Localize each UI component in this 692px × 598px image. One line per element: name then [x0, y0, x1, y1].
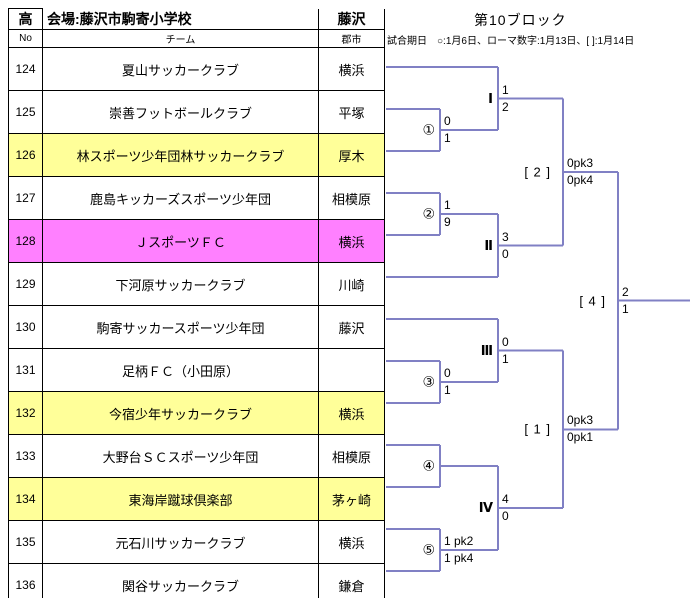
match-score-top-r1: 1 [502, 82, 509, 97]
team-no: 130 [8, 305, 43, 349]
match-score-bottom-r2: 0 [502, 246, 509, 261]
sheet-header-row: 高 会場:藤沢市駒寄小学校 藤沢 [8, 8, 385, 30]
team-no: 134 [8, 477, 43, 521]
team-name: 足柄ＦＣ（小田原） [42, 348, 319, 392]
venue-title: 会場:藤沢市駒寄小学校 [42, 8, 319, 30]
match-label-r2: Ⅱ [484, 237, 493, 253]
col-header-no: No [8, 29, 43, 48]
team-no: 127 [8, 176, 43, 220]
col-header-team: チーム [42, 29, 319, 48]
match-score-bottom-b1: 0pk1 [567, 430, 594, 445]
venue-city: 藤沢 [318, 8, 385, 30]
match-label-r1: Ⅰ [488, 90, 493, 106]
match-label-b1: [ 1 ] [524, 421, 551, 437]
team-no: 129 [8, 262, 43, 306]
team-name: 林スポーツ少年団林サッカークラブ [42, 133, 319, 177]
team-city: 鎌倉 [318, 563, 385, 598]
match-score-bottom-r1: 2 [502, 99, 509, 114]
team-no: 135 [8, 520, 43, 564]
match-score-bottom-m5: 1 pk4 [444, 551, 474, 565]
team-name: 大野台ＳＣスポーツ少年団 [42, 434, 319, 478]
match-score-bottom-m3: 1 [444, 383, 451, 397]
team-city: 藤沢 [318, 305, 385, 349]
team-city: 相模原 [318, 176, 385, 220]
team-no: 133 [8, 434, 43, 478]
team-city: 茅ヶ崎 [318, 477, 385, 521]
match-score-top-b2: 0pk3 [567, 156, 594, 170]
match-score-top-r2: 3 [502, 229, 509, 244]
match-label-r4: Ⅳ [478, 500, 493, 515]
match-score-bottom-f4: 1 [622, 301, 629, 316]
match-score-top-r3: 0 [502, 334, 509, 349]
team-city: 川崎 [318, 262, 385, 306]
block-title: 第10ブロック [474, 12, 567, 28]
team-no: 126 [8, 133, 43, 177]
match-score-top-b1: 0pk3 [567, 413, 594, 428]
match-score-bottom-m1: 1 [444, 131, 451, 145]
team-no: 131 [8, 348, 43, 392]
team-name: 駒寄サッカースポーツ少年団 [42, 305, 319, 349]
match-score-bottom-r4: 0 [502, 509, 509, 523]
team-name: 下河原サッカークラブ [42, 262, 319, 306]
match-score-bottom-m2: 9 [444, 215, 451, 229]
match-label-m3: ③ [422, 373, 435, 390]
match-label-b2: [ 2 ] [524, 164, 551, 180]
team-name: 東海岸蹴球倶楽部 [42, 477, 319, 521]
match-score-top-m3: 0 [444, 366, 451, 380]
col-header-city: 郡市 [318, 29, 385, 48]
match-label-m2: ② [422, 205, 435, 222]
match-score-top-m5: 1 pk2 [444, 534, 474, 548]
team-name: 今宿少年サッカークラブ [42, 391, 319, 435]
team-name: 夏山サッカークラブ [42, 47, 319, 91]
match-date-legend: 試合期日 ○:1月6日、ローマ数字:1月13日、[ ]:1月14日 [387, 36, 635, 47]
team-city: 相模原 [318, 434, 385, 478]
team-no: 124 [8, 47, 43, 91]
team-city: 平塚 [318, 90, 385, 134]
match-label-m1: ① [422, 121, 435, 138]
match-label-f4: [ 4 ] [579, 293, 606, 309]
match-score-top-r4: 4 [502, 492, 509, 506]
team-no: 128 [8, 219, 43, 263]
team-city: 横浜 [318, 391, 385, 435]
team-name: ＪスポーツＦＣ [42, 219, 319, 263]
column-header-row: No チーム 郡市 [8, 29, 385, 48]
team-city: 厚木 [318, 133, 385, 177]
team-name: 関谷サッカークラブ [42, 563, 319, 598]
team-no: 136 [8, 563, 43, 598]
match-score-top-m2: 1 [444, 198, 451, 212]
team-name: 崇善フットボールクラブ [42, 90, 319, 134]
team-no: 125 [8, 90, 43, 134]
team-city: 横浜 [318, 219, 385, 263]
team-city: 横浜 [318, 520, 385, 564]
match-label-m5: ⑤ [422, 541, 435, 558]
match-score-bottom-b2: 0pk4 [567, 173, 594, 187]
category-badge: 高 [8, 8, 43, 30]
team-city [318, 348, 385, 392]
team-name: 鹿島キッカーズスポーツ少年団 [42, 176, 319, 220]
team-no: 132 [8, 391, 43, 435]
match-score-top-m1: 0 [444, 114, 451, 128]
match-score-top-f4: 2 [622, 284, 629, 299]
match-label-r3: Ⅲ [480, 342, 493, 358]
match-label-m4: ④ [422, 457, 435, 474]
team-name: 元石川サッカークラブ [42, 520, 319, 564]
team-city: 横浜 [318, 47, 385, 91]
match-score-bottom-r3: 1 [502, 351, 509, 366]
